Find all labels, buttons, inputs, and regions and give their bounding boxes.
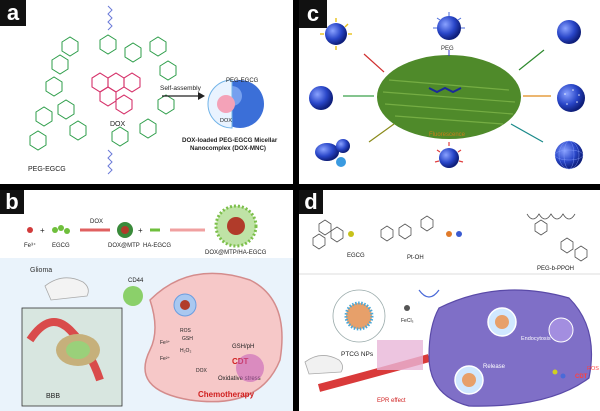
panel-d-letter: d	[299, 190, 323, 214]
tumor-cell	[428, 289, 592, 407]
fecl-label: FeCl₃	[401, 318, 414, 324]
cd44-label: CD44	[128, 278, 144, 284]
ligand-sphere	[325, 23, 347, 45]
ptcg-nanoparticle	[344, 301, 374, 331]
panel-a: DOX PEG-EGCG Self-assembly PEG-EGCG DOX …	[0, 0, 293, 184]
panel-c-graphic: PEG	[309, 12, 585, 170]
egcg-structure	[428, 86, 462, 94]
mouse-silhouette	[304, 355, 343, 375]
mouse-silhouette	[44, 277, 89, 301]
dox-label: DOX	[110, 121, 126, 128]
endocytosis-label: Endocytosis	[521, 336, 551, 342]
egcg-marker-icon	[348, 231, 354, 237]
panel-b-graphic: Fe³⁺ + EGCG DOX DOX@MTP + HA-EGCG DOX@MT…	[0, 190, 293, 407]
panel-c: PEG	[299, 0, 600, 184]
plus-sign-1: +	[40, 226, 45, 235]
vesicle	[548, 317, 574, 343]
panel-d: EGCG Pt-OH PEG-b-PPOH PTCG NPs FeCl₃ EPR…	[299, 190, 600, 411]
caption-line2: Nanocomplex (DOX-MNC)	[190, 145, 266, 152]
peg-sphere	[437, 16, 461, 40]
gsh-small-label: GSH	[182, 336, 193, 342]
oxidative-label: Oxidative stress	[218, 376, 261, 382]
functionalized-sphere	[557, 20, 581, 44]
micelle-core	[217, 95, 235, 113]
capsule-sphere-1	[315, 143, 339, 161]
ptoh-label: Pt-OH	[407, 255, 424, 261]
tumor-cell	[144, 272, 283, 403]
panel-d-graphic: EGCG Pt-OH PEG-b-PPOH PTCG NPs FeCl₃ EPR…	[299, 213, 600, 407]
fe-ion	[27, 227, 33, 233]
h2o2-label: H₂O₂	[180, 348, 191, 354]
plus-sign-2: +	[138, 226, 143, 235]
ha-egcg-label: HA-EGCG	[143, 243, 171, 249]
panel-a-letter: a	[0, 0, 26, 26]
micelle-peg-label: PEG-EGCG	[226, 78, 259, 84]
glioma-label: Glioma	[30, 267, 52, 274]
textured-sphere	[557, 84, 585, 112]
fe2-label: Fe²⁺	[160, 356, 171, 362]
final-label: DOX@MTP/HA-EGCG	[205, 250, 267, 256]
epr-label: EPR effect	[377, 398, 406, 404]
self-assembly-label: Self-assembly	[160, 85, 202, 92]
nucleus	[236, 354, 264, 382]
dox-small-label: DOX	[196, 368, 208, 374]
panel-b-letter: b	[0, 190, 24, 214]
ros-small-label: ROS	[180, 328, 192, 334]
egcg-label: EGCG	[52, 243, 70, 249]
capsule-sphere-3	[336, 157, 346, 167]
fe3-label: Fe³⁺	[160, 340, 171, 346]
peg-label: PEG	[441, 46, 454, 52]
release-label: Release	[483, 364, 506, 370]
ptoh-marker-icon	[446, 231, 452, 237]
egcg-label: EGCG	[347, 253, 365, 259]
capsule-sphere-2	[336, 139, 350, 153]
fe-label: Fe³⁺	[24, 242, 36, 249]
micelle-dox-label: DOX	[220, 118, 232, 124]
peg-egcg-label: PEG-EGCG	[28, 166, 66, 173]
cdt-label: CDT	[575, 374, 588, 380]
mesh-sphere	[555, 141, 583, 169]
fluorescence-label: Fluorescence	[429, 132, 466, 138]
dox-arrow-label: DOX	[90, 219, 103, 225]
gsh-ph-label: GSH/pH	[232, 344, 254, 350]
arrowhead-icon	[198, 92, 205, 100]
caption-line1: DOX-loaded PEG-EGCG Micellar	[182, 137, 278, 144]
dox-mtp-label: DOX@MTP	[108, 243, 140, 249]
panel-b: Fe³⁺ + EGCG DOX DOX@MTP + HA-EGCG DOX@MT…	[0, 190, 293, 411]
chemotherapy-label: Chemotherapy	[198, 390, 255, 399]
ros-label: ROS	[587, 366, 599, 372]
large-sphere	[309, 86, 333, 110]
peg-ppoh-label: PEG-b-PPOH	[537, 266, 574, 272]
nanoparticle-uptake	[123, 286, 143, 306]
panel-c-letter: c	[299, 0, 327, 28]
bbb-label: BBB	[46, 393, 60, 400]
egcg-molecule	[52, 225, 70, 234]
fluorescence-sphere	[439, 148, 459, 168]
ptcg-label: PTCG NPs	[341, 351, 374, 358]
panel-a-graphic: DOX PEG-EGCG Self-assembly PEG-EGCG DOX …	[28, 5, 278, 175]
